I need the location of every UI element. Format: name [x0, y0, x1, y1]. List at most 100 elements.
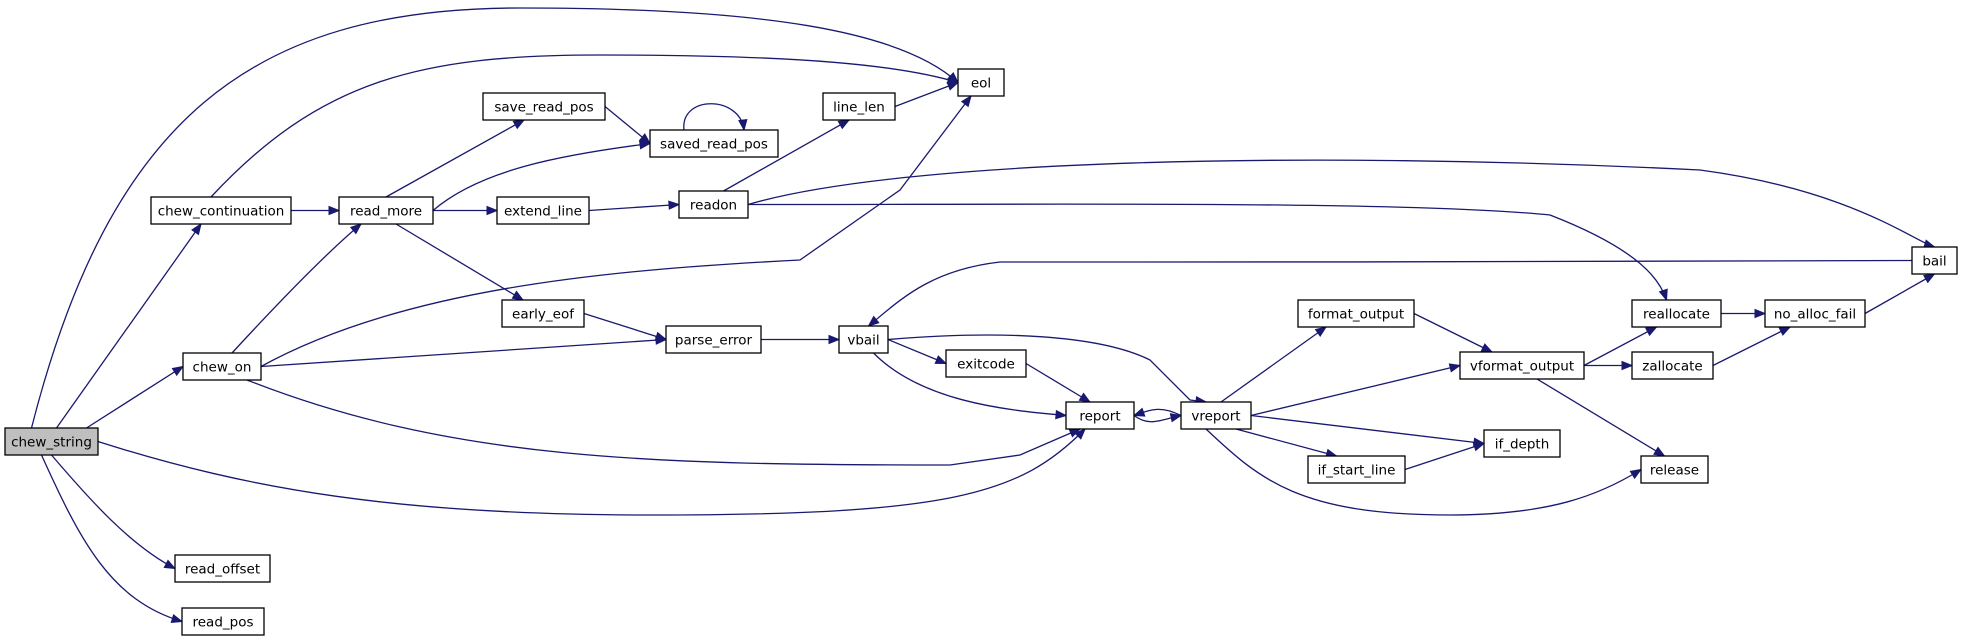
node-box[interactable]: [1297, 299, 1415, 328]
node-saved_read_pos[interactable]: saved_read_pos: [649, 129, 779, 158]
node-parse_error[interactable]: parse_error: [665, 325, 762, 354]
node-extend_line[interactable]: extend_line: [496, 196, 590, 225]
node-vreport[interactable]: vreport: [1180, 401, 1252, 430]
node-box[interactable]: [1640, 455, 1709, 484]
edge-format_output-to-vformat_output: [1413, 312, 1494, 353]
node-box[interactable]: [181, 607, 265, 636]
edge-chew_on-to-report: [246, 379, 1082, 466]
edge-zallocate-to-no_alloc_fail: [1712, 326, 1792, 367]
edge-arrowhead: [828, 334, 841, 345]
node-vformat_output[interactable]: vformat_output: [1459, 351, 1585, 380]
edge-readon-to-line_len: [723, 119, 851, 192]
node-release[interactable]: release: [1640, 455, 1709, 484]
node-box[interactable]: [1764, 299, 1866, 328]
edge-arrowhead: [638, 133, 652, 145]
edge-line: [1220, 326, 1327, 403]
node-box[interactable]: [665, 325, 762, 354]
node-label: release: [1650, 463, 1699, 479]
node-box[interactable]: [4, 427, 99, 456]
node-early_eof[interactable]: early_eof: [501, 299, 585, 328]
node-format_output[interactable]: format_output: [1297, 299, 1415, 328]
node-bail[interactable]: bail: [1911, 246, 1958, 275]
edge-arrowhead: [163, 559, 177, 570]
node-readon[interactable]: readon: [678, 190, 749, 219]
edge-line: [210, 54, 959, 198]
edges: [30, 7, 1936, 624]
edge-line: [260, 95, 972, 368]
node-box[interactable]: [182, 352, 262, 381]
node-box[interactable]: [838, 325, 889, 354]
node-label: eol: [971, 76, 991, 92]
node-box[interactable]: [1631, 299, 1722, 328]
edge-read_more-to-save_read_pos: [385, 119, 526, 198]
node-label: vformat_output: [1470, 359, 1574, 375]
edge-arrowhead: [511, 290, 525, 301]
edge-arrowhead: [946, 81, 960, 91]
edge-arrowhead: [1074, 428, 1086, 440]
edge-arrowhead: [1078, 392, 1092, 403]
node-label: reallocate: [1643, 307, 1710, 323]
node-box[interactable]: [649, 129, 779, 158]
node-read_offset[interactable]: read_offset: [174, 554, 271, 583]
edge-report-to-vreport: [1133, 413, 1183, 423]
edge-arrowhead: [1169, 413, 1183, 423]
node-box[interactable]: [482, 92, 606, 121]
node-no_alloc_fail[interactable]: no_alloc_fail: [1764, 299, 1866, 328]
node-box[interactable]: [1911, 246, 1958, 275]
node-box[interactable]: [1307, 455, 1406, 484]
node-label: if_depth: [1495, 437, 1550, 453]
node-box[interactable]: [945, 349, 1027, 378]
edge-chew_on-to-parse_error: [260, 335, 668, 368]
node-vbail[interactable]: vbail: [838, 325, 889, 354]
node-label: exitcode: [957, 357, 1015, 373]
edge-chew_string-to-chew_on: [86, 365, 185, 429]
node-chew_on[interactable]: chew_on: [182, 352, 262, 381]
node-if_start_line[interactable]: if_start_line: [1307, 455, 1406, 484]
node-box[interactable]: [150, 196, 292, 225]
edge-readon-to-bail: [747, 159, 1936, 249]
node-label: extend_line: [504, 204, 582, 220]
node-label: vbail: [847, 333, 879, 349]
node-label: save_read_pos: [494, 100, 593, 116]
node-box[interactable]: [822, 92, 896, 121]
node-box[interactable]: [338, 196, 434, 225]
node-line_len[interactable]: line_len: [822, 92, 896, 121]
node-label: bail: [1922, 254, 1946, 270]
node-box[interactable]: [1459, 351, 1585, 380]
node-chew_continuation[interactable]: chew_continuation: [150, 196, 292, 225]
node-reallocate[interactable]: reallocate: [1631, 299, 1722, 328]
node-if_depth[interactable]: if_depth: [1483, 429, 1561, 458]
node-box[interactable]: [957, 68, 1005, 97]
edge-arrowhead: [1778, 326, 1792, 336]
node-read_pos[interactable]: read_pos: [181, 607, 265, 636]
node-box[interactable]: [1483, 429, 1561, 458]
node-box[interactable]: [678, 190, 749, 219]
node-box[interactable]: [174, 554, 271, 583]
node-box[interactable]: [496, 196, 590, 225]
edge-arrowhead: [349, 223, 363, 235]
node-eol[interactable]: eol: [957, 68, 1005, 97]
edge-arrowhead: [1448, 363, 1462, 373]
node-read_more[interactable]: read_more: [338, 196, 434, 225]
edge-arrowhead: [170, 613, 184, 624]
node-box[interactable]: [1180, 401, 1252, 430]
node-chew_string[interactable]: chew_string: [4, 427, 99, 456]
edge-arrowhead: [1480, 343, 1494, 353]
edge-line: [30, 7, 959, 429]
node-label: chew_string: [11, 435, 92, 451]
node-report[interactable]: report: [1065, 401, 1135, 430]
node-label: saved_read_pos: [660, 137, 768, 153]
node-zallocate[interactable]: zallocate: [1631, 351, 1714, 380]
node-exitcode[interactable]: exitcode: [945, 349, 1027, 378]
edge-line: [231, 223, 362, 354]
edge-line: [1205, 428, 1642, 516]
edge-line: [894, 81, 959, 108]
node-save_read_pos[interactable]: save_read_pos: [482, 92, 606, 121]
edge-arrowhead: [1472, 442, 1486, 452]
edge-arrowhead: [1754, 308, 1767, 319]
node-box[interactable]: [1631, 351, 1714, 380]
node-box[interactable]: [1065, 401, 1135, 430]
edge-line: [873, 352, 1067, 417]
node-box[interactable]: [501, 299, 585, 328]
edge-if_start_line-to-if_depth: [1404, 442, 1486, 471]
